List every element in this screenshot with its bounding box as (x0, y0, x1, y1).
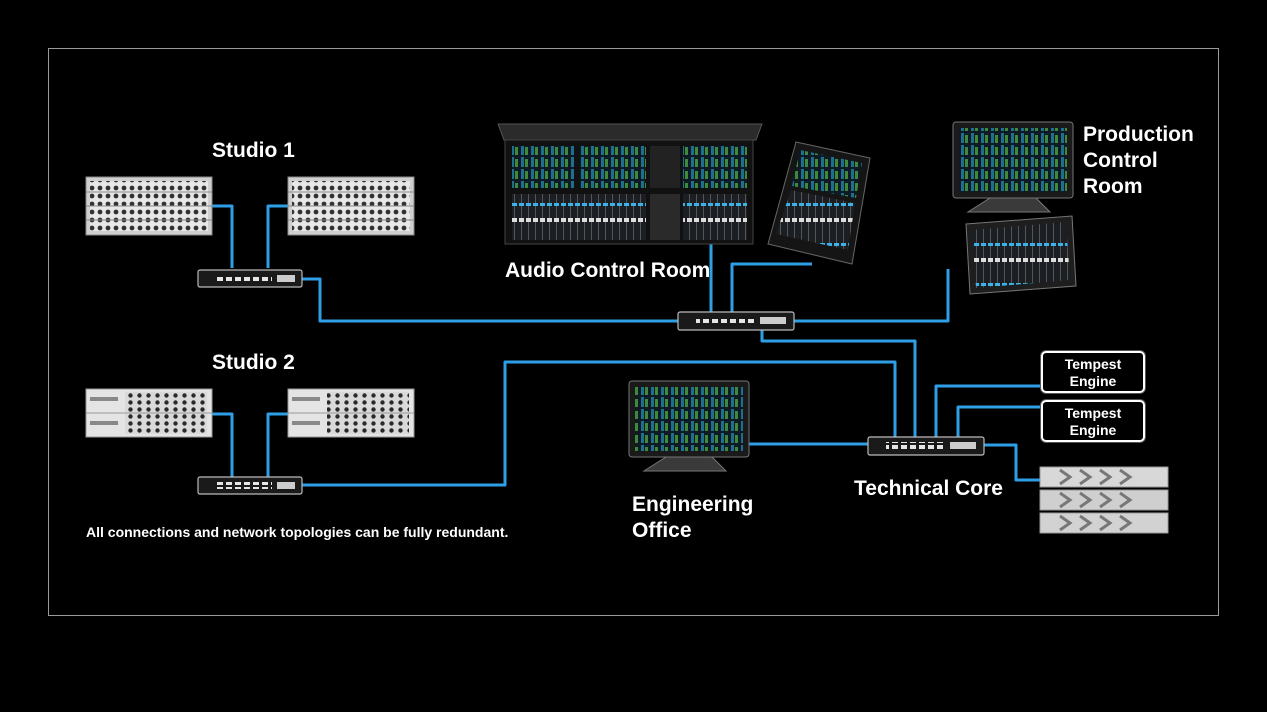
studio2-label: Studio 2 (212, 351, 295, 374)
studio2-network-switch (197, 476, 303, 495)
studio1-io-rack-right (287, 176, 415, 236)
technical-core-label: Technical Core (854, 477, 1003, 500)
link-core-to-engine1 (934, 384, 1040, 437)
link-surface-to-acr-switch (730, 262, 812, 312)
link-core-to-server (984, 443, 1040, 482)
technical-core-network-switch (867, 436, 985, 456)
engineering-monitor (628, 380, 750, 472)
link-studio2-rack-left (212, 412, 234, 478)
link-studio1-to-acr (302, 277, 678, 323)
link-studio2-rack-right (266, 412, 288, 478)
production-fader-surface (965, 215, 1077, 295)
link-studio1-rack-left (212, 204, 234, 268)
link-acr-to-core (760, 330, 917, 437)
audio-console (497, 123, 763, 245)
engineering-office-label: Engineering Office (632, 493, 754, 542)
diagram-frame (48, 48, 1219, 616)
studio1-label: Studio 1 (212, 139, 295, 162)
link-studio2-to-core (302, 360, 897, 487)
production-touchscreen-monitor (952, 121, 1074, 213)
link-acr-to-production (794, 269, 950, 323)
acr-network-switch (677, 311, 795, 331)
production-control-room-label: Production Control Room (1083, 123, 1194, 198)
tempest-engine-1: Tempest Engine (1041, 351, 1145, 393)
studio2-io-rack-left (85, 388, 213, 438)
link-core-to-engine2 (956, 405, 1040, 437)
core-server-stack (1039, 466, 1169, 534)
connection-lines (212, 204, 1040, 487)
audio-control-room-label: Audio Control Room (505, 259, 711, 282)
studio1-io-rack-left (85, 176, 213, 236)
audio-control-surface (767, 141, 871, 265)
studio2-io-rack-right (287, 388, 415, 438)
redundancy-note: All connections and network topologies c… (86, 524, 509, 540)
studio1-network-switch (197, 269, 303, 288)
tempest-engine-2: Tempest Engine (1041, 400, 1145, 442)
link-studio1-rack-right (266, 204, 288, 268)
